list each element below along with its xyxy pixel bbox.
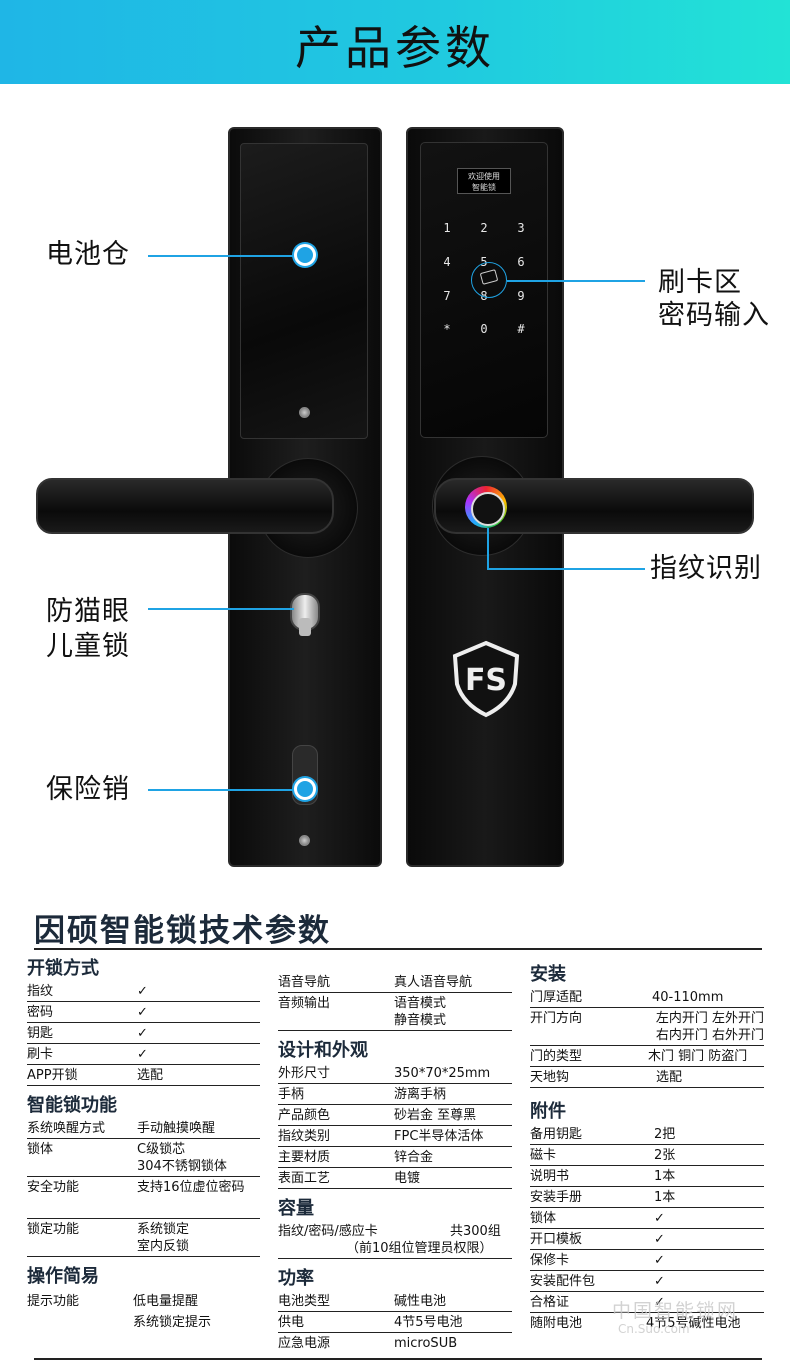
section-title: 智能锁功能 [27,1095,117,1116]
watermark: 中国智能锁网 [612,1300,739,1322]
oled-line-2: 智能锁 [472,183,496,192]
keypad-key-star[interactable]: * [443,322,451,336]
callout-card-1: 刷卡区 [658,267,742,298]
divider [34,1358,762,1360]
oled-display: 欢迎使用 智能锁 [457,168,511,194]
table-row: 表面工艺电镀 [278,1168,512,1189]
table-row: 合格证✓ [530,1292,764,1313]
table-row: 开门方向左内开门 左外开门右内开门 右外开门 [530,1008,764,1046]
section-title: 操作简易 [27,1266,99,1287]
section-title: 安装 [530,964,566,985]
callout-anti-peep-1: 防猫眼 [46,596,130,627]
callout-line [148,255,294,257]
table-row: 安全功能支持16位虚位密码 [27,1177,260,1219]
keypad-key-7[interactable]: 7 [443,289,451,303]
fingerprint-sensor-icon[interactable] [465,486,507,528]
watermark-url: Cn.Suo.com [618,1322,690,1336]
battery-cover [240,143,368,439]
table-row: 天地钩选配 [530,1067,764,1088]
keypad-key-1[interactable]: 1 [443,221,451,235]
table-row: 音频输出语音模式静音模式 [278,993,512,1031]
callout-fingerprint: 指纹识别 [650,553,762,584]
brand-logo-text: FS [465,663,507,698]
callout-dot [294,244,316,266]
callout-battery: 电池仓 [46,239,130,270]
card-reader-icon[interactable] [471,262,507,298]
section-title: 附件 [530,1101,566,1122]
table-row: 手柄游离手柄 [278,1084,512,1105]
table-row: 语音导航真人语音导航 [278,972,512,993]
table-row: 产品颜色砂岩金 至尊黑 [278,1105,512,1126]
table-row: 电池类型碱性电池 [278,1291,512,1312]
keypad-key-9[interactable]: 9 [517,289,525,303]
callout-line [507,280,645,282]
callout-dot [294,778,316,800]
table-row: 刷卡✓ [27,1044,260,1065]
table-row: APP开锁选配 [27,1065,260,1086]
table-row: 门的类型木门 铜门 防盗门 [530,1046,764,1067]
keypad-key-4[interactable]: 4 [443,255,451,269]
table-row: 指纹✓ [27,981,260,1002]
divider [34,948,762,950]
oled-line-1: 欢迎使用 [468,172,500,181]
keypad-key-0[interactable]: 0 [480,322,488,336]
table-row: 锁定功能系统锁定室内反锁 [27,1219,260,1257]
callout-safety-pin: 保险销 [46,774,130,805]
keypad-key-2[interactable]: 2 [480,221,488,235]
section-title: 设计和外观 [278,1040,368,1061]
banner-title: 产品参数 [295,21,495,75]
section-title: 开锁方式 [27,958,99,979]
keypad-key-6[interactable]: 6 [517,255,525,269]
table-row: 主要材质锌合金 [278,1147,512,1168]
table-row: 系统唤醒方式手动触摸唤醒 [27,1118,260,1139]
anti-peep-knob-tip [299,618,311,636]
callout-anti-peep-2: 儿童锁 [46,631,130,662]
section-title: 功率 [278,1268,314,1289]
table-row: 密码✓ [27,1002,260,1023]
callout-line [148,789,294,791]
inner-handle [36,478,334,534]
table-row: 安装配件包✓ [530,1271,764,1292]
keypad-key-hash[interactable]: # [517,322,525,336]
table-row: 指纹/密码/感应卡共300组 （前10组位管理员权限） [278,1221,512,1259]
callout-line [487,568,645,570]
callout-card-2: 密码输入 [658,300,770,331]
table-row: 锁体✓ [530,1208,764,1229]
callout-line [487,528,489,570]
table-row: 钥匙✓ [27,1023,260,1044]
table-row: 保修卡✓ [530,1250,764,1271]
table-row: 提示功能低电量提醒系统锁定提示 [27,1294,212,1330]
section-title: 容量 [278,1198,314,1219]
spec-column-1: 开锁方式 指纹✓ 密码✓ 钥匙✓ 刷卡✓ APP开锁选配 智能锁功能 系统唤醒方… [27,955,260,1334]
header-banner: 产品参数 [0,0,790,84]
table-row: 开口模板✓ [530,1229,764,1250]
spec-title: 因硕智能锁技术参数 [34,913,331,949]
callout-line [148,608,294,610]
screw-icon [299,835,310,846]
screw-icon [299,407,310,418]
brand-logo-icon: FS [452,640,520,718]
keypad-key-3[interactable]: 3 [517,221,525,235]
